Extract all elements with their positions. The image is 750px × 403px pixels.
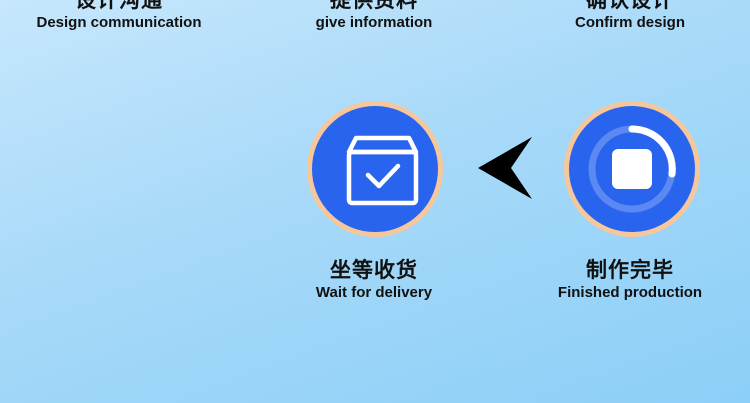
step-confirm-design: 确认设计 Confirm design [520, 0, 740, 32]
left-arrowhead-icon [478, 137, 532, 199]
wait-for-delivery-circle [307, 101, 443, 237]
step-title-en: Wait for delivery [315, 284, 433, 301]
stop-progress-icon [588, 125, 676, 213]
step-title-en: give information [315, 14, 433, 31]
step-wait-for-delivery: 坐等收货 Wait for delivery [264, 257, 484, 302]
finished-production-circle [564, 101, 700, 237]
step-title-zh: 确认设计 [586, 0, 674, 12]
step-give-information: 提供资料 give information [264, 0, 484, 32]
step-finished-production: 制作完毕 Finished production [520, 257, 740, 302]
step-title-zh: 提供资料 [330, 0, 418, 12]
step-title-zh: 坐等收货 [330, 258, 418, 282]
step-title-en: Finished production [557, 284, 703, 301]
checked-box-icon [346, 135, 419, 206]
step-title-zh: 制作完毕 [586, 258, 674, 282]
step-title-en: Design communication [36, 14, 202, 31]
step-title-zh: 设计沟通 [75, 0, 163, 12]
step-design-communication: 设计沟通 Design communication [9, 0, 229, 32]
step-title-en: Confirm design [574, 14, 685, 31]
